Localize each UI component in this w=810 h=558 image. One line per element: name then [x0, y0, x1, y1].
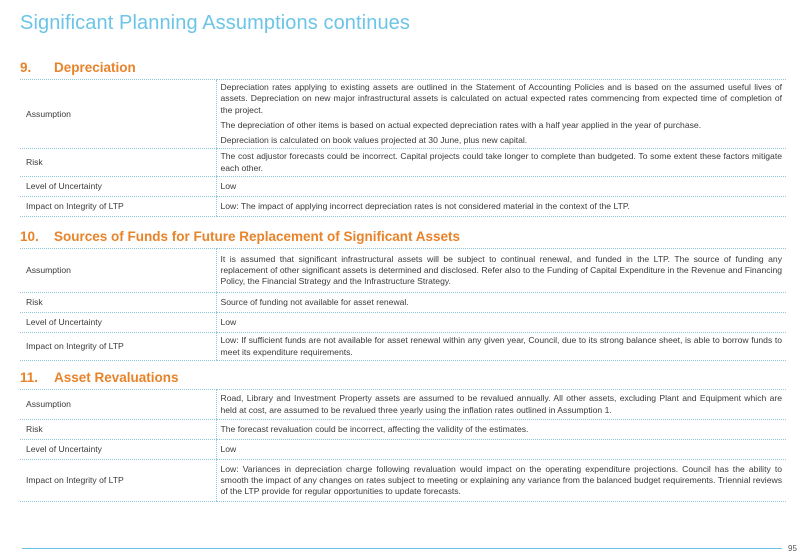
table-row: Assumption It is assumed that significan…: [20, 248, 786, 293]
row-value: Road, Library and Investment Property as…: [215, 389, 786, 420]
table-row: Assumption Depreciation rates applying t…: [20, 78, 786, 150]
row-label: Level of Uncertainty: [20, 312, 216, 333]
value-paragraph: Low: [220, 316, 237, 327]
row-label: Impact on Integrity of LTP: [20, 332, 216, 361]
row-value: The forecast revaluation could be incorr…: [215, 419, 786, 440]
row-value: Low: [215, 312, 786, 333]
row-label: Risk: [20, 419, 216, 440]
value-paragraph: Low: If sufficient funds are not availab…: [220, 335, 783, 357]
page-title: Significant Planning Assumptions continu…: [20, 12, 410, 34]
value-paragraph: It is assumed that significant infrastru…: [220, 253, 783, 287]
section-asset-revaluations: 11. Asset Revaluations Assumption Road, …: [20, 370, 786, 502]
section-number: 9.: [20, 60, 32, 75]
row-label: Impact on Integrity of LTP: [20, 459, 216, 502]
table-row: Impact on Integrity of LTP Low: Variance…: [20, 459, 786, 502]
value-paragraph: The forecast revaluation could be incorr…: [220, 423, 529, 434]
row-label: Impact on Integrity of LTP: [20, 196, 216, 218]
section-sources-of-funds: 10. Sources of Funds for Future Replacem…: [20, 229, 786, 361]
section-heading: 11. Asset Revaluations: [20, 370, 786, 385]
row-value: Low: Variances in depreciation charge fo…: [215, 459, 786, 502]
section-heading: 10. Sources of Funds for Future Replacem…: [20, 229, 786, 244]
table-row: Level of Uncertainty Low: [20, 312, 786, 333]
table-row: Risk Source of funding not available for…: [20, 292, 786, 313]
row-value: Low: [215, 176, 786, 198]
footer-rule: [22, 548, 782, 549]
value-paragraph: Road, Library and Investment Property as…: [220, 393, 783, 415]
table-row: Risk The forecast revaluation could be i…: [20, 419, 786, 440]
section-depreciation: 9. Depreciation Assumption Depreciation …: [20, 60, 786, 218]
row-label: Assumption: [20, 78, 216, 150]
table-row: Level of Uncertainty Low: [20, 439, 786, 460]
table-row: Risk The cost adjustor forecasts could b…: [20, 148, 786, 178]
table-row: Impact on Integrity of LTP Low: If suffi…: [20, 332, 786, 361]
section-number: 10.: [20, 229, 39, 244]
section-title: Asset Revaluations: [54, 370, 179, 385]
table-row: Assumption Road, Library and Investment …: [20, 389, 786, 420]
value-paragraph: Depreciation rates applying to existing …: [220, 82, 783, 115]
row-label: Level of Uncertainty: [20, 439, 216, 460]
row-value: Low: [215, 439, 786, 460]
value-paragraph: Low: The impact of applying incorrect de…: [220, 200, 630, 211]
value-paragraph: Depreciation is calculated on book value…: [220, 135, 528, 146]
row-value: Depreciation rates applying to existing …: [215, 78, 786, 150]
section-title: Depreciation: [54, 60, 136, 75]
row-value: Low: The impact of applying incorrect de…: [215, 196, 786, 218]
row-label: Risk: [20, 148, 216, 178]
value-paragraph: Low: Variances in depreciation charge fo…: [220, 463, 783, 497]
assumption-table: Assumption Depreciation rates applying t…: [20, 78, 786, 218]
row-value: Low: If sufficient funds are not availab…: [215, 332, 786, 361]
section-heading: 9. Depreciation: [20, 60, 786, 75]
row-value: Source of funding not available for asse…: [215, 292, 786, 313]
section-number: 11.: [20, 370, 39, 385]
value-paragraph: The cost adjustor forecasts could be inc…: [220, 151, 783, 173]
page-number: 95: [788, 544, 797, 553]
assumption-table: Assumption It is assumed that significan…: [20, 248, 786, 361]
table-row: Level of Uncertainty Low: [20, 176, 786, 198]
row-label: Level of Uncertainty: [20, 176, 216, 198]
row-label: Assumption: [20, 389, 216, 420]
section-title: Sources of Funds for Future Replacement …: [54, 229, 461, 244]
row-value: It is assumed that significant infrastru…: [215, 248, 786, 293]
row-value: The cost adjustor forecasts could be inc…: [215, 148, 786, 178]
row-label: Risk: [20, 292, 216, 313]
value-paragraph: Low: [220, 443, 237, 454]
row-label: Assumption: [20, 248, 216, 293]
assumption-table: Assumption Road, Library and Investment …: [20, 389, 786, 502]
value-paragraph: The depreciation of other items is based…: [220, 119, 702, 130]
value-paragraph: Low: [220, 180, 237, 191]
value-paragraph: Source of funding not available for asse…: [220, 296, 409, 307]
table-row: Impact on Integrity of LTP Low: The impa…: [20, 196, 786, 218]
